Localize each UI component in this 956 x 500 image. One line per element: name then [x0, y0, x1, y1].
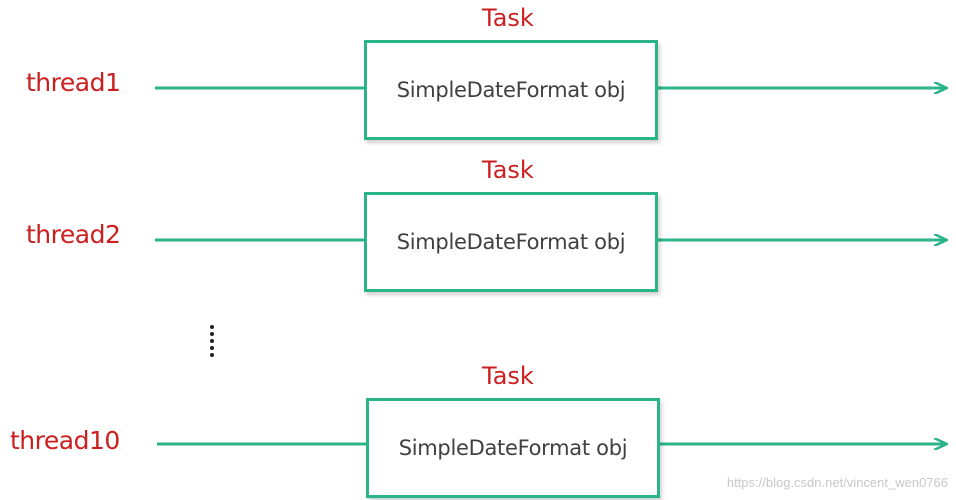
vertical-ellipsis-icon — [210, 325, 214, 360]
thread-label: thread10 — [10, 426, 120, 455]
thread-label: thread1 — [26, 68, 121, 97]
thread-label: thread2 — [26, 220, 121, 249]
simpledateformat-box: SimpleDateFormat obj — [364, 192, 658, 292]
simpledateformat-box: SimpleDateFormat obj — [366, 398, 660, 498]
box-text: SimpleDateFormat obj — [396, 78, 626, 102]
task-label: Task — [482, 156, 534, 184]
watermark: https://blog.csdn.net/vincent_wen0766 — [726, 475, 948, 490]
task-label: Task — [482, 362, 534, 390]
box-text: SimpleDateFormat obj — [398, 436, 628, 460]
box-text: SimpleDateFormat obj — [396, 230, 626, 254]
simpledateformat-box: SimpleDateFormat obj — [364, 40, 658, 140]
task-label: Task — [482, 4, 534, 32]
